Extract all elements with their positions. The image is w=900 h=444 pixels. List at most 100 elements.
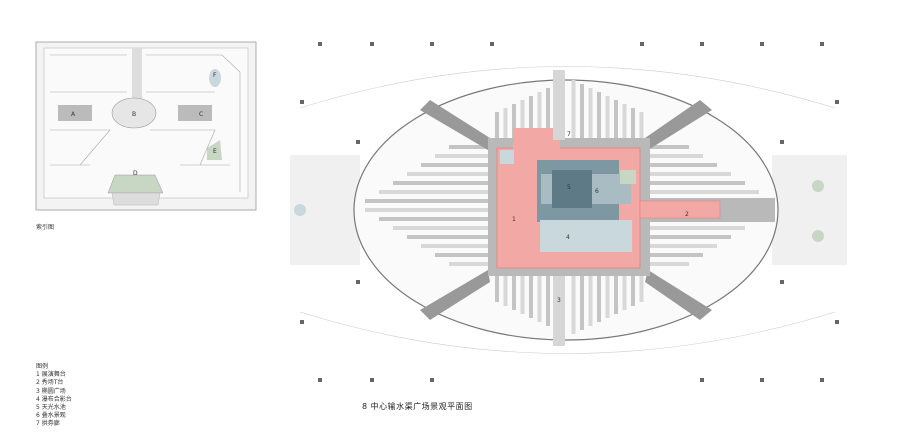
column-marker: [430, 378, 434, 382]
paving-stripe: [622, 276, 627, 310]
paving-stripe: [421, 163, 488, 167]
paving-stripe: [512, 104, 516, 138]
zone-d-label: D: [133, 170, 138, 177]
legend-item: 6 叠水景观: [36, 412, 66, 420]
paving-stripe: [650, 145, 689, 149]
paving-stripe: [393, 226, 488, 230]
paving-stripe: [520, 276, 525, 314]
column-marker: [700, 378, 704, 382]
paving-stripe: [546, 88, 550, 138]
paving-stripe: [650, 235, 731, 239]
index-map: A B C D E F: [35, 41, 257, 211]
paving-stripe: [650, 172, 731, 176]
column-marker: [760, 42, 764, 46]
paving-stripe: [614, 276, 618, 314]
column-marker: [318, 42, 322, 46]
paving-stripe: [571, 276, 576, 334]
paving-stripe: [537, 276, 542, 322]
paving-stripe: [588, 88, 593, 138]
plan-label-5: 5: [567, 184, 571, 191]
paving-stripe: [407, 235, 488, 239]
paving-stripe: [614, 100, 618, 138]
paving-stripe: [520, 100, 525, 138]
paving-stripe: [365, 208, 488, 212]
paving-stripe: [597, 92, 601, 138]
paving-stripe: [622, 104, 627, 138]
paving-stripe: [421, 244, 488, 248]
column-marker: [835, 320, 839, 324]
paving-stripe: [503, 276, 508, 306]
paving-stripe: [449, 145, 488, 149]
column-marker: [370, 378, 374, 382]
zone-f-label: F: [213, 72, 217, 79]
column-marker: [430, 42, 434, 46]
column-marker: [760, 378, 764, 382]
legend-item: 7 拱券廊: [36, 420, 60, 428]
plan-label-4: 4: [566, 234, 570, 241]
column-marker: [356, 140, 360, 144]
paving-stripe: [580, 276, 584, 330]
paving-stripe: [393, 181, 488, 185]
column-marker: [300, 100, 304, 104]
paving-stripe: [631, 276, 635, 306]
column-marker: [820, 42, 824, 46]
zone-b-label: B: [132, 111, 136, 118]
paving-stripe: [571, 80, 576, 138]
paving-stripe: [650, 262, 689, 266]
column-marker: [780, 280, 784, 284]
paving-stripe: [650, 190, 759, 194]
paving-stripe: [650, 244, 717, 248]
paving-stripe: [650, 226, 745, 230]
paving-stripe: [512, 276, 516, 310]
plan-label-3: 3: [557, 297, 561, 304]
column-marker: [700, 42, 704, 46]
legend: 图例 1 展演舞台 2 秀场T台 3 椭圆广场 4 瀑布合影台 5 天光水池 6…: [36, 363, 72, 429]
index-map-caption: 索引图: [36, 224, 55, 231]
zone-a-label: A: [71, 111, 76, 118]
paving-stripe: [529, 96, 533, 138]
paving-stripe: [588, 276, 593, 326]
paving-stripe: [605, 276, 610, 318]
paving-stripe: [435, 154, 488, 158]
paving-stripe: [529, 276, 533, 318]
paving-stripe: [365, 199, 488, 203]
legend-item: 5 天光水池: [36, 404, 66, 412]
plan-label-2: 2: [685, 211, 689, 218]
paving-stripe: [537, 92, 542, 138]
paving-stripe: [639, 112, 644, 138]
column-marker: [835, 100, 839, 104]
paving-stripe: [435, 253, 488, 257]
paving-stripe: [449, 262, 488, 266]
paving-stripe: [379, 217, 488, 221]
paving-stripe: [650, 154, 703, 158]
drawing-title: 8 中心输水渠广场景观平面图: [362, 402, 473, 411]
paving-stripe: [379, 190, 488, 194]
paving-stripe: [495, 276, 499, 302]
paving-stripe: [650, 163, 717, 167]
paving-stripe: [650, 253, 703, 257]
zone-e-label: E: [213, 148, 217, 155]
legend-heading: 图例: [36, 363, 49, 370]
paving-stripe: [605, 96, 610, 138]
zone-c-label: C: [199, 111, 203, 118]
paving-stripe: [580, 84, 584, 138]
plan-label-1: 1: [512, 216, 516, 223]
plan-label-7: 7: [567, 131, 571, 138]
paving-stripe: [546, 276, 550, 326]
legend-item: 3 椭圆广场: [36, 387, 66, 395]
column-marker: [370, 42, 374, 46]
column-marker: [780, 140, 784, 144]
column-marker: [820, 378, 824, 382]
column-marker: [356, 280, 360, 284]
plan-label-6: 6: [595, 188, 599, 195]
paving-stripe: [407, 172, 488, 176]
column-marker: [300, 320, 304, 324]
paving-stripe: [597, 276, 601, 322]
main-plan: 1 2 3 4 5 6 7: [290, 42, 847, 382]
paving-stripe: [495, 112, 499, 138]
column-markers: [300, 42, 839, 382]
paving-stripe: [631, 108, 635, 138]
legend-item: 1 展演舞台: [36, 371, 66, 379]
column-marker: [490, 42, 494, 46]
